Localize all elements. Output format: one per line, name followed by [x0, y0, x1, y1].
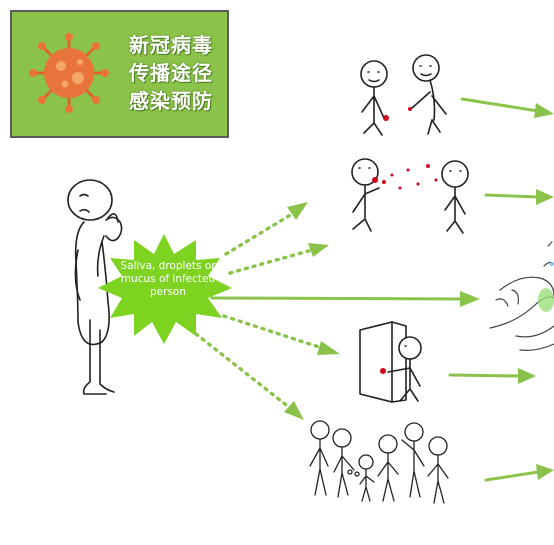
- title-text: 新冠病毒 传播途径 感染预防: [129, 33, 213, 114]
- arrow-to-crowd: [194, 332, 304, 420]
- door-scene: [359, 321, 422, 403]
- coronavirus-icon: [29, 33, 109, 113]
- arrow-to-surface: [210, 291, 480, 307]
- droplets-scene: [351, 158, 469, 234]
- title-line-3: 感染预防: [129, 89, 213, 113]
- arrow-crowd-out: [484, 464, 554, 482]
- title-line-1: 新冠病毒: [129, 33, 213, 57]
- crowd-scene: [309, 420, 449, 504]
- arrow-to-droplets: [228, 243, 329, 275]
- title-line-2: 传播途径: [129, 61, 213, 85]
- arrow-door-out: [448, 368, 536, 384]
- source-label: Saliva, droplets or mucus of infected pe…: [120, 260, 216, 298]
- title-box: 新冠病毒 传播途径 感染预防: [10, 10, 229, 138]
- handshake-scene: [360, 54, 447, 136]
- source-burst: [98, 234, 232, 344]
- coughing-person-icon: [67, 179, 123, 395]
- arrow-droplets-out: [484, 189, 554, 205]
- arrow-handshake-out: [460, 97, 554, 118]
- arrow-to-handshake: [224, 202, 308, 256]
- hand-touch-scene: [489, 241, 554, 351]
- arrow-to-door: [222, 314, 340, 355]
